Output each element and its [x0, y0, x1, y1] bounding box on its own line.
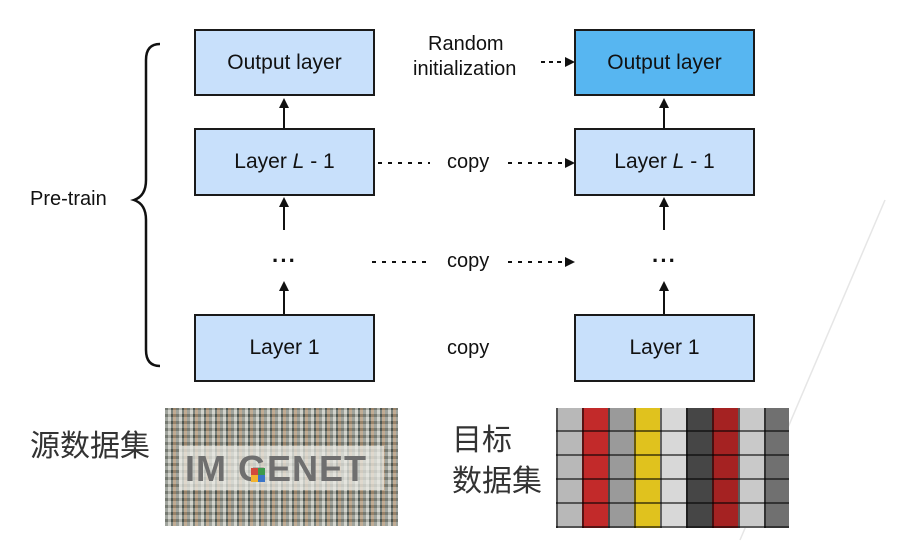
target-ellipsis: ··· [652, 248, 677, 273]
random-init-label-line1: Random [428, 33, 504, 55]
source-layer-l-minus-1: Layer L - 1 [194, 128, 375, 196]
source-ellipsis: ··· [272, 248, 297, 273]
copy-label-1: copy [447, 151, 490, 173]
target-output-layer: Output layer [574, 29, 755, 96]
imagenet-mosaic-image: IM GENET [165, 408, 398, 526]
source-layer-1-label: Layer 1 [249, 336, 320, 359]
target-layer-l-minus-1: Layer L - 1 [574, 128, 755, 196]
target-dataset-label-line2: 数据集 [452, 464, 542, 499]
copy-label-2: copy [447, 250, 490, 272]
source-layer-1: Layer 1 [194, 314, 375, 382]
pretrain-label: Pre-train [30, 188, 107, 210]
car-mosaic-image [556, 408, 789, 528]
imagenet-logo: IM GENET [185, 448, 368, 489]
source-output-layer: Output layer [194, 29, 375, 96]
pretrain-brace [130, 42, 161, 368]
source-output-layer-label: Output layer [227, 50, 342, 74]
target-layer-1: Layer 1 [574, 314, 755, 382]
target-output-layer-label: Output layer [607, 50, 722, 74]
source-layer-l-label: Layer L - 1 [234, 150, 335, 173]
source-dataset-label: 源数据集 [30, 429, 150, 464]
random-init-label-line2: initialization [413, 58, 517, 80]
target-dataset-label-line1: 目标 [452, 423, 512, 458]
imagenet-logo-dots [251, 468, 265, 482]
copy-label-3: copy [447, 337, 490, 359]
target-layer-1-label: Layer 1 [629, 336, 700, 359]
target-layer-l-label: Layer L - 1 [614, 150, 715, 173]
